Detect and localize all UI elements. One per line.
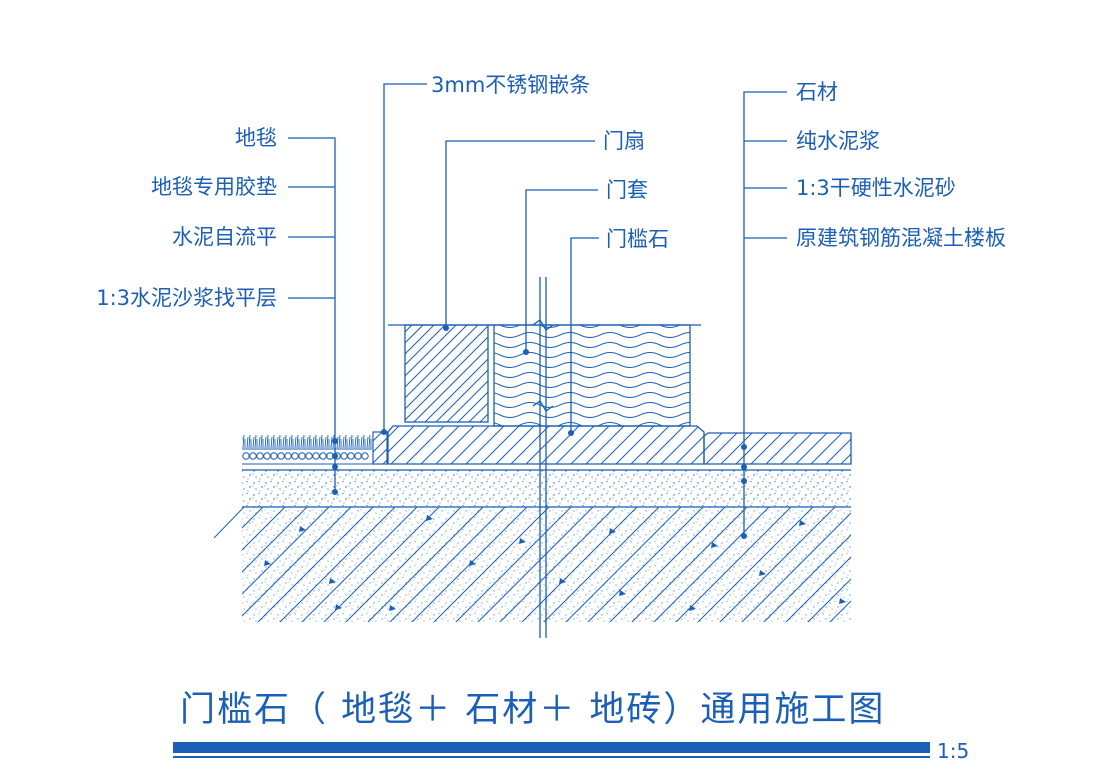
label-carpet: 地毯: [235, 126, 277, 150]
label-door-casing: 门套: [606, 178, 648, 202]
underlay-bubble: [256, 452, 264, 460]
underlay-bubble: [347, 452, 355, 460]
carpet-pile: [242, 434, 372, 448]
label-self-leveling: 水泥自流平: [172, 225, 277, 249]
leader-lines: [288, 83, 787, 536]
slab-aggregate-marks: [264, 515, 846, 611]
drawing-title: 门槛石（ 地毯＋ 石材＋ 地砖）通用施工图: [180, 690, 885, 730]
carpet-underlay: [242, 448, 372, 460]
label-door-leaf: 门扇: [603, 129, 645, 153]
stone-floor: [703, 432, 852, 465]
leader-dots: [332, 325, 747, 539]
underlay-bubble: [340, 452, 348, 460]
label-carpet-underlay: 地毯专用胶垫: [151, 175, 277, 199]
drawing-scale: 1:5: [937, 739, 969, 763]
underlay-bubble: [263, 452, 271, 460]
center-line: [532, 277, 554, 638]
underlay-bubble: [354, 452, 362, 460]
underlay-bubble: [312, 452, 320, 460]
underlay-bubble: [319, 452, 327, 460]
label-mortar-leveling: 1:3水泥沙浆找平层: [96, 286, 277, 310]
underlay-bubble: [242, 452, 250, 460]
label-cement-paste: 纯水泥浆: [796, 129, 880, 153]
label-dry-mortar: 1:3干硬性水泥砂: [796, 176, 956, 200]
underlay-bubble: [305, 452, 313, 460]
underlay-bubble: [361, 452, 369, 460]
label-steel-strip: 3mm不锈钢嵌条: [431, 73, 590, 97]
underlay-bubble: [284, 452, 292, 460]
underlay-bubble: [270, 452, 278, 460]
underlay-bubble: [298, 452, 306, 460]
label-threshold-stone: 门槛石: [606, 227, 669, 251]
underlay-bubble: [291, 452, 299, 460]
title-underline-thick: [173, 742, 930, 753]
underlay-bubble: [277, 452, 285, 460]
label-concrete-slab: 原建筑钢筋混凝土楼板: [796, 226, 1006, 250]
label-stone: 石材: [796, 80, 838, 104]
door-block: [388, 324, 701, 427]
steel-strip: [372, 431, 388, 465]
concrete-slab: [213, 506, 851, 622]
underlay-bubble: [249, 452, 257, 460]
